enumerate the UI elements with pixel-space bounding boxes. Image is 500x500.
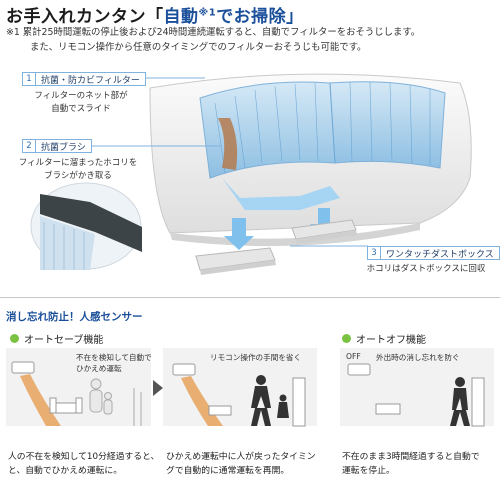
auto-save-caption-1: 人の不在を検知して10分経過すると、と、自動でひかえめ運転に。 xyxy=(8,452,160,476)
auto-save-label: オートセーブ機能 xyxy=(24,335,104,346)
callout-label: ワンタッチダストボックス xyxy=(386,249,494,260)
auto-save-caption-2: ひかえめ運転中に人が戻ったタイミングで自動的に通常運転を再開。 xyxy=(166,452,316,476)
title-prefix: お手入れカンタン「 xyxy=(6,7,164,27)
footnote-line-2: また、リモコン操作から任意のタイミングでのフィルターおそうじも可能です。 xyxy=(30,42,367,53)
auto-save-bubble-2: リモコン操作の手間を省く xyxy=(210,353,302,362)
callout-label: 抗菌・防カビフィルター xyxy=(41,75,140,86)
green-dot-icon xyxy=(342,334,351,343)
callout-label: 抗菌ブラシ xyxy=(41,142,86,153)
page-title: お手入れカンタン「自動※1でお掃除」 xyxy=(6,2,304,27)
footnote-line-1: ※1 累計25時間運転の停止後および24時間連続運転すると、自動でフィルターをお… xyxy=(6,27,421,38)
callout-number: 2 xyxy=(23,140,36,152)
auto-off-caption: 不在のまま3時間経過すると自動で運転を停止。 xyxy=(342,452,480,476)
auto-save-scene-2-drawing xyxy=(172,363,306,427)
scene-arrow-icon xyxy=(153,380,163,396)
auto-save-heading: オートセーブ機能 xyxy=(10,331,103,346)
title-suffix: でお掃除」 xyxy=(216,7,304,27)
callout-dust-box: 3 ワンタッチダストボックス xyxy=(367,246,500,260)
sensor-section-title: 消し忘れ防止！人感センサー xyxy=(6,311,143,323)
section-divider xyxy=(0,297,500,298)
auto-off-heading: オートオフ機能 xyxy=(342,331,426,346)
auto-off-scene xyxy=(340,348,494,426)
callout-number: 3 xyxy=(368,247,381,259)
auto-off-label: オートオフ機能 xyxy=(356,335,426,346)
title-footnote-mark: ※1 xyxy=(198,7,217,19)
auto-save-scene-1-drawing xyxy=(11,361,142,426)
green-dot-icon xyxy=(10,334,19,343)
callout-filter: 1 抗菌・防カビフィルター xyxy=(22,72,146,86)
brush-detail-image xyxy=(30,182,142,270)
off-label: OFF xyxy=(346,352,361,361)
title-emphasis: 自動 xyxy=(163,7,199,27)
callout-brush: 2 抗菌ブラシ xyxy=(22,139,92,153)
auto-off-scene-drawing xyxy=(347,363,485,427)
callout-brush-description: フィルターに溜まったホコリをブラシがかき取る xyxy=(18,158,138,181)
callout-dust-box-description: ホコリはダストボックスに回収 xyxy=(366,264,486,274)
callout-filter-description: フィルターのネット部が自動でスライド xyxy=(34,91,128,114)
auto-off-bubble: 外出時の消し忘れを防ぐ xyxy=(376,353,460,362)
auto-save-bubble-1: 不在を検知して自動でひかえめ運転 xyxy=(76,353,152,373)
air-conditioner-illustration xyxy=(88,73,472,275)
callout-number: 1 xyxy=(23,73,36,85)
